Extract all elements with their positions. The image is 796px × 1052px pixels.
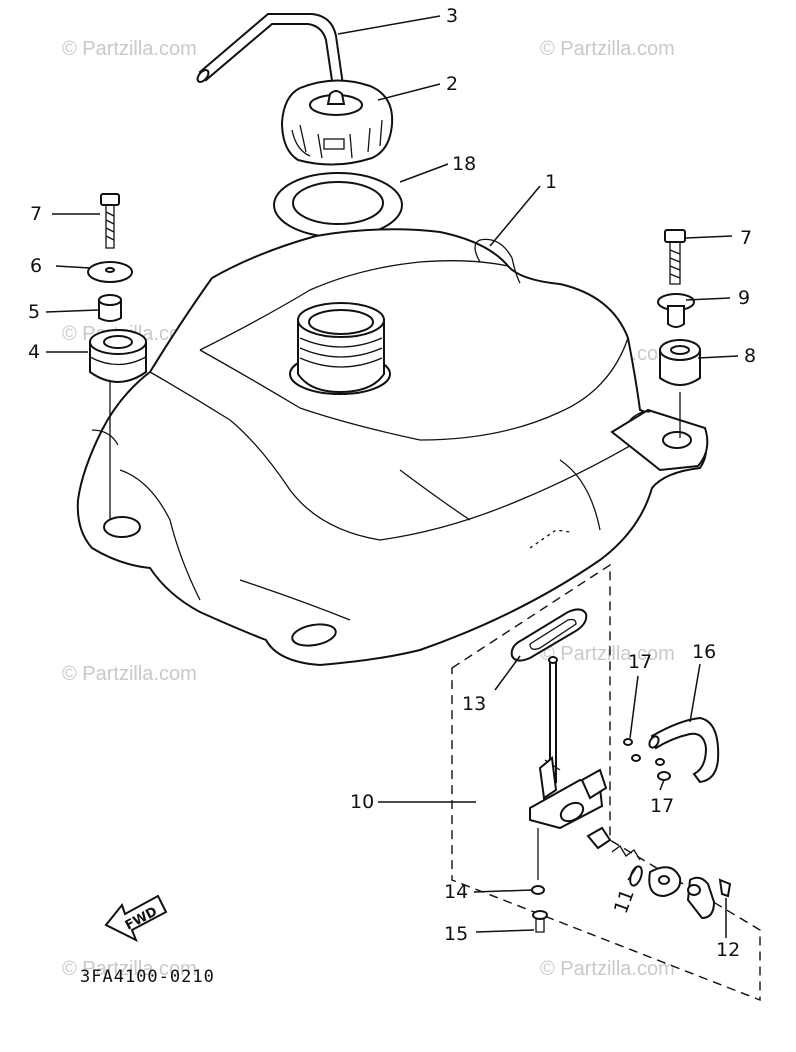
watermark: © Partzilla.com [62, 958, 197, 980]
fuel-cock-plate [648, 866, 682, 898]
callout-1: 1 [545, 171, 557, 193]
callout-7-right: 7 [740, 227, 752, 249]
drain-washer [531, 885, 545, 895]
fuel-tank [76, 228, 709, 667]
watermark: © Partzilla.com [540, 643, 675, 665]
watermark: © Partzilla.com [540, 38, 675, 60]
callout-14: 14 [444, 881, 468, 903]
callout-12: 12 [716, 939, 740, 961]
damper-right [659, 339, 701, 386]
callout-4: 4 [28, 341, 40, 363]
fuel-cock-spring [611, 845, 641, 861]
callout-3: 3 [446, 5, 458, 27]
drain-screw [532, 910, 548, 933]
fuel-cock [529, 656, 608, 830]
callout-18: 18 [452, 153, 476, 175]
fuel-cock-assembly-outline [451, 563, 761, 1002]
watermark: © Partzilla.com [62, 38, 197, 60]
damper-left [89, 329, 147, 383]
bolt-left [100, 193, 120, 249]
leader-lines [45, 15, 739, 938]
callout-15: 15 [444, 923, 468, 945]
watermark: © Partzilla.com [62, 663, 197, 685]
diagram-code: 3FA4100-0210 [80, 967, 215, 987]
fuel-hose [648, 716, 720, 784]
callout-16: 16 [692, 641, 716, 663]
callout-9: 9 [738, 287, 750, 309]
lever-screw [718, 878, 732, 898]
washer-left [87, 261, 133, 283]
collar-right [657, 293, 695, 328]
bolt-right [664, 229, 686, 285]
callout-6: 6 [30, 255, 42, 277]
callout-2: 2 [446, 73, 458, 95]
collar-left [98, 294, 122, 322]
callout-5: 5 [28, 301, 40, 323]
forward-arrow-icon: FWD [104, 894, 168, 943]
callout-13: 13 [462, 693, 486, 715]
fuel-cap [280, 79, 394, 166]
fuel-cock-lever [686, 876, 716, 920]
callout-17-bottom: 17 [650, 795, 674, 817]
fuel-cock-gasket [510, 608, 588, 662]
hose-clips [623, 738, 671, 781]
callout-11: 11 [610, 886, 639, 916]
callout-10: 10 [350, 791, 374, 813]
cap-gasket [273, 172, 403, 238]
callout-17-top: 17 [628, 651, 652, 673]
fuel-cock-seal [586, 826, 612, 850]
callout-8: 8 [744, 345, 756, 367]
filler-neck [289, 302, 391, 395]
callout-7-left: 7 [30, 203, 42, 225]
watermark: © Partzilla.com [540, 958, 675, 980]
